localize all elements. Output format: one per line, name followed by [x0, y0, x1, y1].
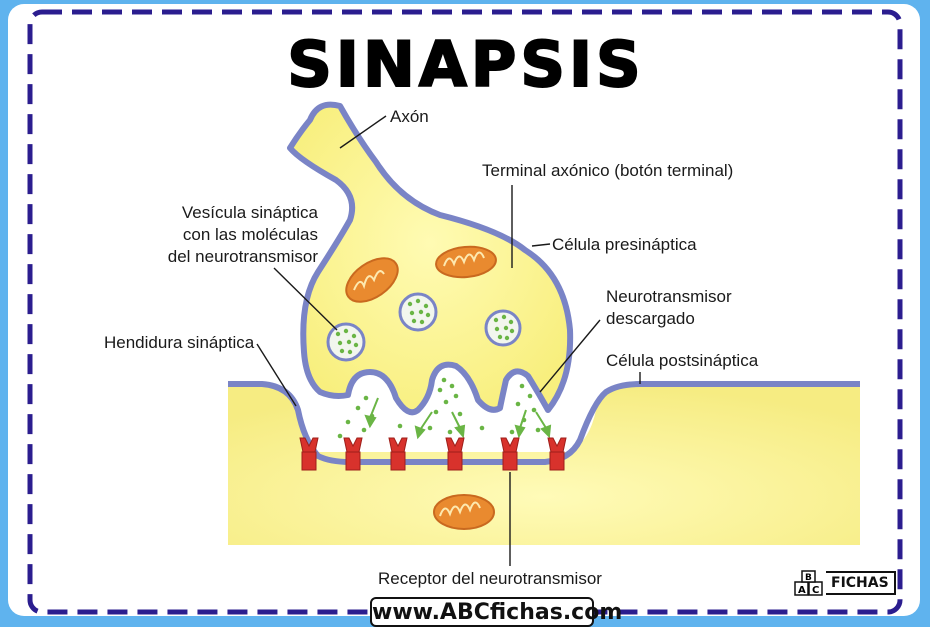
- label-receptor: Receptor del neurotransmisor: [378, 569, 602, 588]
- label-postsynaptic: Célula postsináptica: [606, 351, 759, 370]
- logo-letter-c: C: [812, 585, 819, 596]
- label-terminal: Terminal axónico (botón terminal): [482, 161, 733, 180]
- mitochondrion-3: [433, 494, 495, 530]
- receptor-3: [388, 437, 408, 471]
- label-vesicle-1: Vesícula sináptica: [182, 203, 319, 222]
- dashed-frame: [27, 9, 903, 615]
- logo-letter-b: B: [805, 573, 812, 583]
- logo-text: FICHAS: [826, 571, 896, 595]
- label-released-1: Neurotransmisor: [606, 287, 732, 306]
- page-title: SINAPSIS: [287, 28, 644, 101]
- blocks-icon: A B C: [794, 570, 823, 596]
- logo-letter-a: A: [798, 585, 806, 596]
- release-arrows: [364, 397, 552, 440]
- presynaptic-terminal: [287, 101, 574, 416]
- label-vesicle-2: con las moléculas: [183, 225, 318, 244]
- leader-lines: [256, 115, 641, 566]
- receptor-5: [500, 437, 520, 471]
- label-released-2: descargado: [606, 309, 695, 328]
- receptor-1: [299, 437, 319, 471]
- vesicle-3: [484, 309, 522, 347]
- mitochondrion-2: [435, 245, 497, 279]
- label-axon: Axón: [390, 107, 429, 126]
- receptor-4: [445, 437, 465, 471]
- abcfichas-logo: A B C FICHAS: [794, 570, 896, 596]
- label-vesicle-3: del neurotransmisor: [168, 247, 319, 266]
- receptor-2: [343, 437, 363, 471]
- website-banner: www.ABCfichas.com: [370, 597, 622, 627]
- receptor-6: [547, 437, 567, 471]
- mitochondrion-1: [345, 257, 399, 303]
- label-presynaptic: Célula presináptica: [552, 235, 697, 254]
- released-neurotransmitter: [337, 377, 541, 439]
- label-cleft: Hendidura sináptica: [104, 333, 255, 352]
- vesicle-1: [326, 322, 366, 362]
- vesicle-2: [398, 292, 438, 332]
- receptors: [299, 437, 567, 471]
